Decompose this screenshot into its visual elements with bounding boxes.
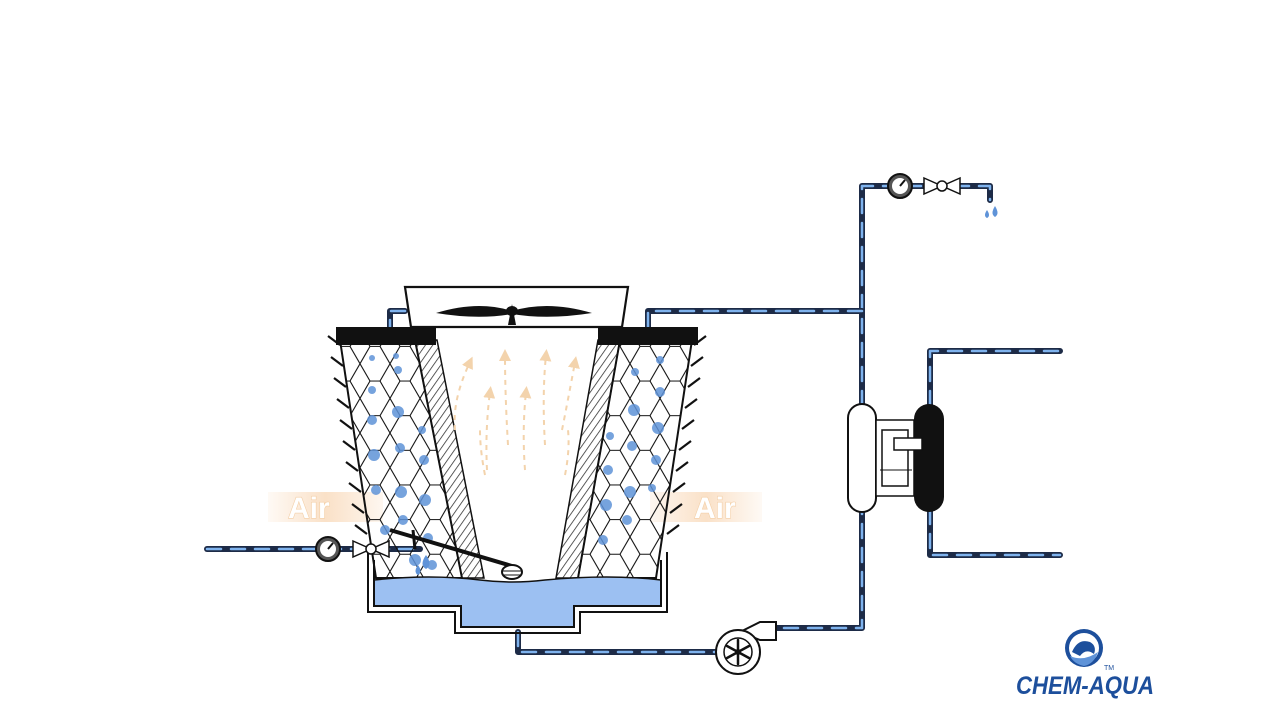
basin-outlet-pipe — [515, 629, 718, 655]
bleed-drips — [985, 206, 998, 218]
process-return-pipe — [927, 507, 1063, 558]
louvers-right — [666, 335, 707, 535]
fan-icon — [436, 304, 592, 325]
pump-icon[interactable] — [715, 621, 777, 675]
distribution-deck-left — [336, 327, 436, 345]
louvers-left — [327, 335, 368, 535]
logo-trademark: TM — [1104, 665, 1114, 672]
makeup-meter[interactable] — [315, 536, 341, 562]
logo-wordmark: CHEM-AQUA — [1016, 672, 1154, 700]
distribution-deck-right — [598, 327, 698, 345]
process-supply-pipe — [927, 348, 1063, 408]
cooling-tower: Air Air — [268, 285, 762, 634]
air-label-right: Air — [694, 492, 736, 525]
water-droplets-left — [367, 353, 437, 570]
tower-header-left-pipe — [387, 308, 408, 331]
return-riser-pipe — [859, 183, 993, 408]
water-droplets-right — [598, 356, 665, 545]
cold-water-basin — [367, 552, 668, 634]
float-valve — [389, 528, 523, 580]
bleed-meter[interactable] — [887, 173, 913, 199]
air-label-left: Air — [288, 492, 330, 525]
chem-aqua-logo: TM CHEM-AQUA — [1016, 629, 1154, 700]
warm-air-arrows — [453, 349, 580, 476]
tower-header-pipe — [645, 308, 865, 331]
pump-discharge-pipe — [757, 507, 865, 631]
fan-stack — [403, 285, 630, 329]
heat-exchanger[interactable] — [847, 403, 944, 513]
bleed-valve-icon[interactable] — [923, 176, 961, 196]
basin-water — [373, 576, 662, 628]
makeup-valve-icon[interactable] — [352, 539, 390, 559]
